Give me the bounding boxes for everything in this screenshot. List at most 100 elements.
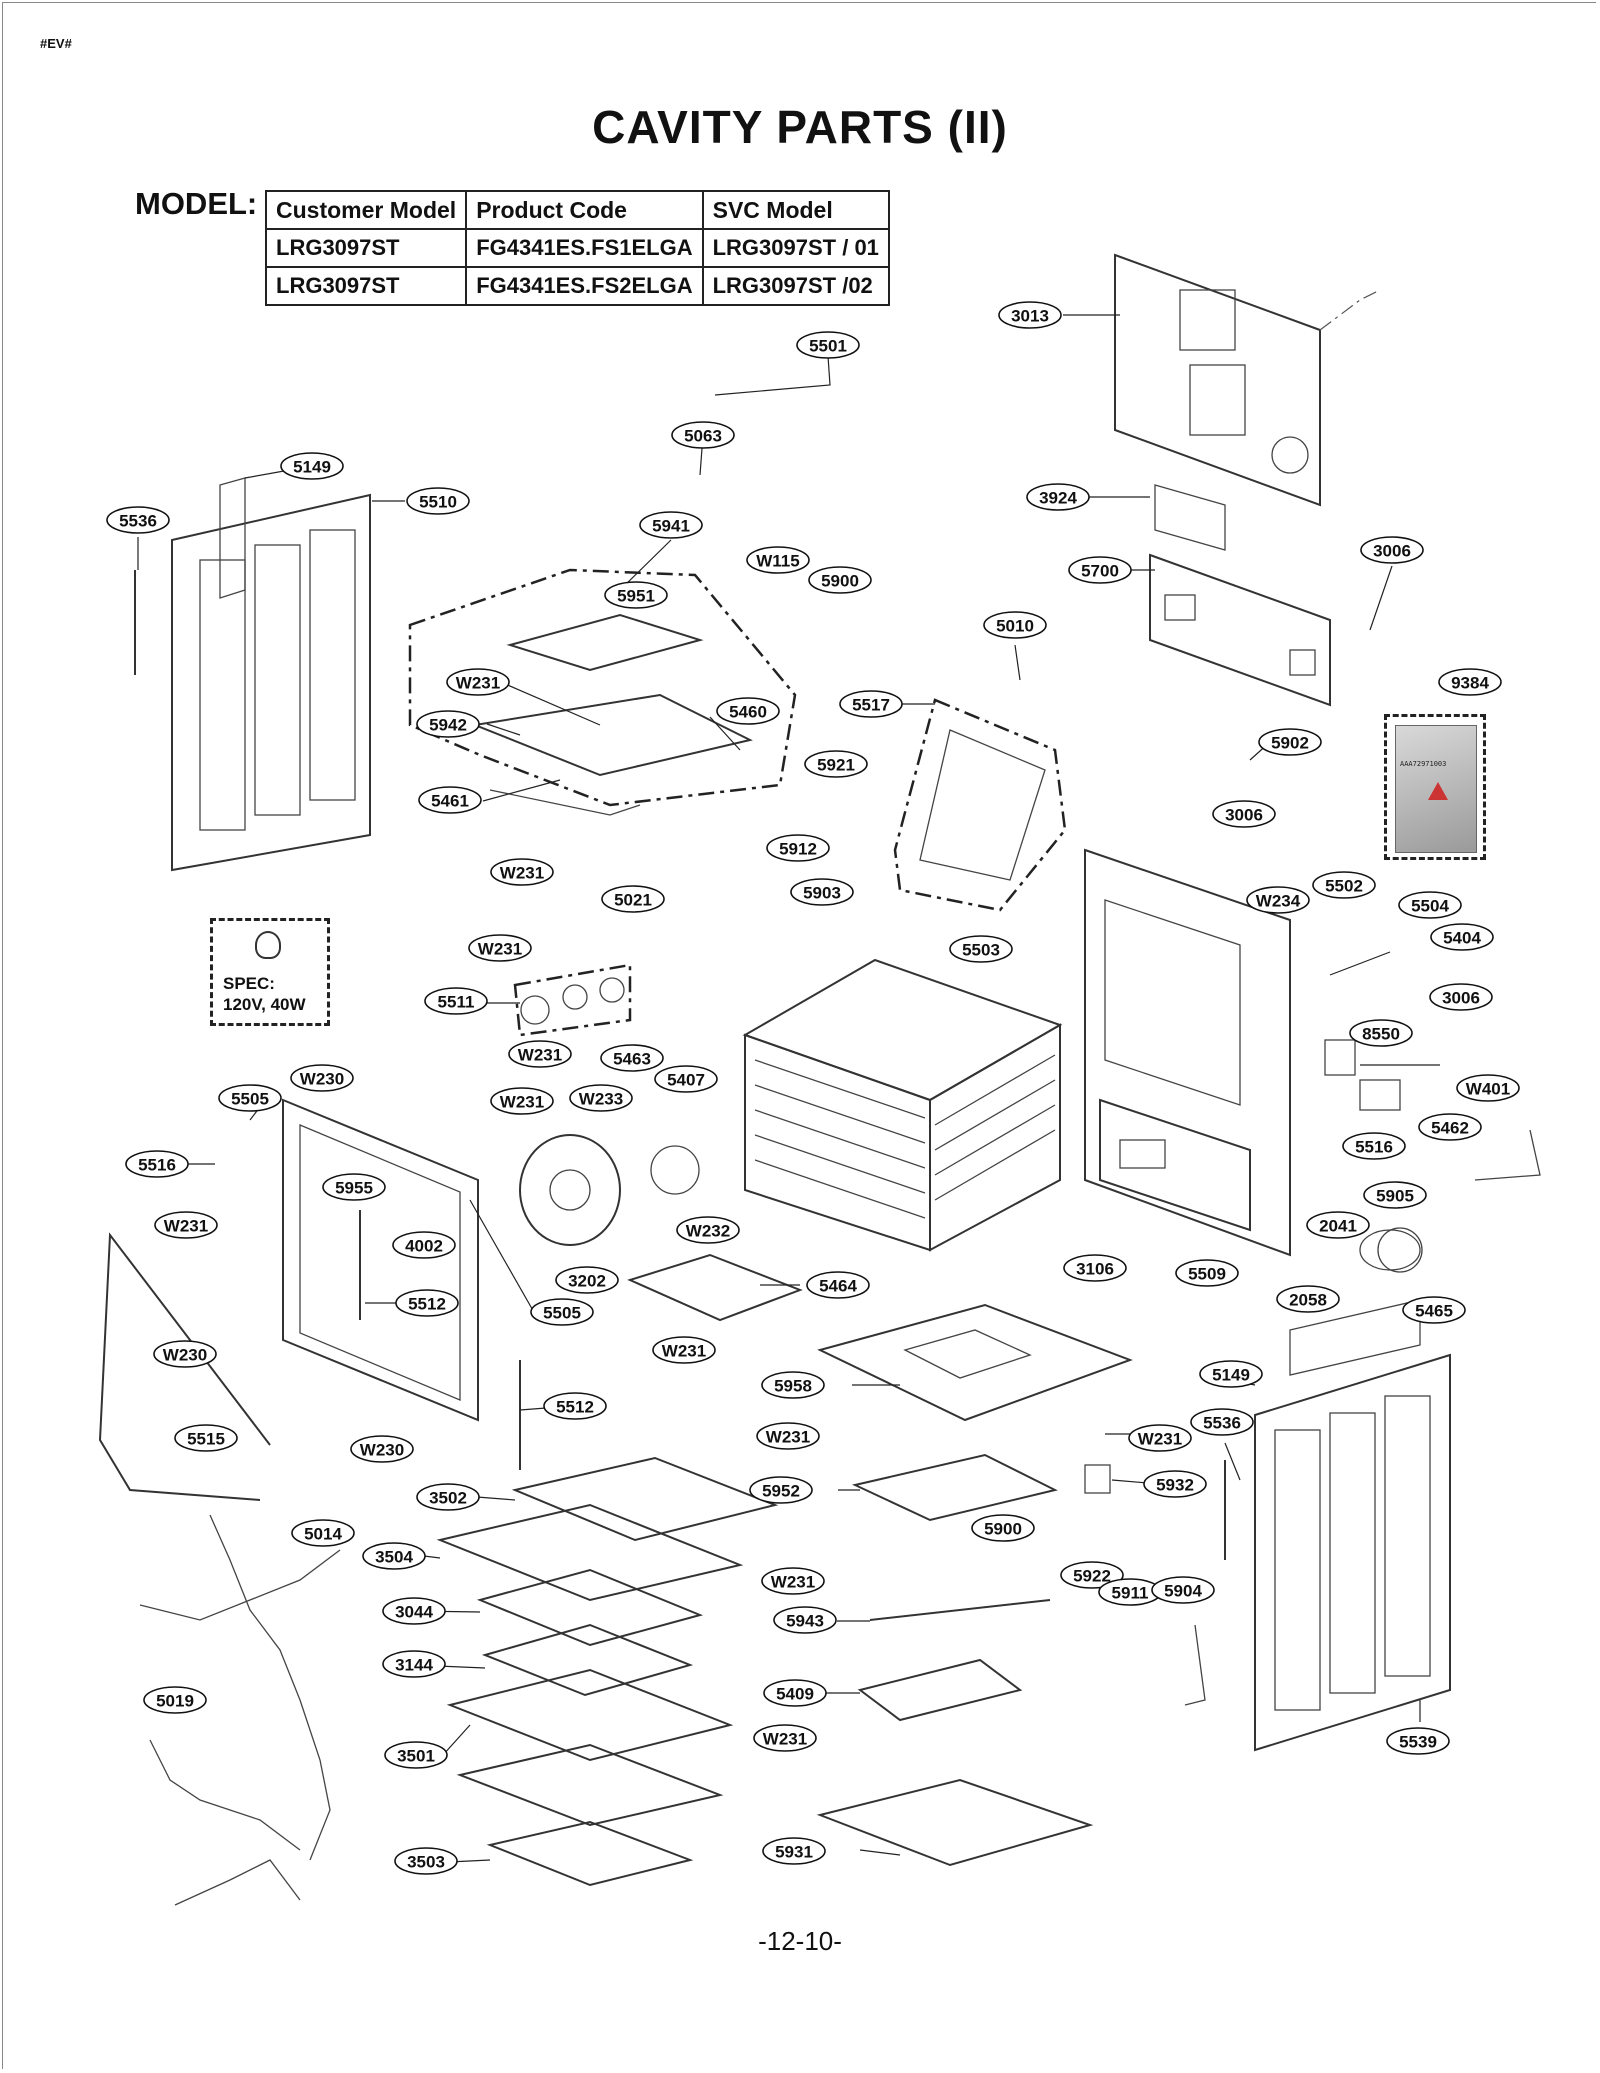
callout-label: W232 [686,1222,730,1241]
callout-label: 3202 [568,1272,606,1291]
callout-label: W231 [456,674,500,693]
callout-bubble [766,834,830,862]
parts-bag-image: AAA72971003 [1395,725,1477,853]
part-callout: 5502 [1312,871,1376,899]
callout-bubble [125,1150,189,1178]
part-callout: 5504 [1398,891,1462,919]
callout-label: 5149 [293,458,331,477]
callout-bubble [290,1064,354,1092]
callout-bubble [280,452,344,480]
spec-value: 120V, 40W [223,995,306,1014]
part-callout: 3502 [416,1483,480,1511]
callout-label: 3503 [407,1853,445,1872]
part-callout: 5905 [1363,1181,1427,1209]
callout-bubble [416,710,480,738]
part-callout: 2041 [1306,1211,1370,1239]
callout-label: 5951 [617,587,655,606]
callout-label: 5516 [1355,1138,1393,1157]
part-callout: 3106 [1063,1254,1127,1282]
part-callout: 5021 [601,885,665,913]
oven-lamp-drawing [513,963,632,1037]
oven-bottom-drawing [817,1303,1133,1422]
callout-bubble [998,301,1062,329]
col-svc-model: SVC Model [701,190,890,230]
callout-bubble [983,611,1047,639]
callout-bubble [1429,983,1493,1011]
part-callout: 4002 [392,1231,456,1259]
callout-bubble [796,331,860,359]
callout-label: 5942 [429,716,467,735]
callout-bubble [749,1476,813,1504]
callout-bubble [143,1686,207,1714]
part-callout: 5952 [749,1476,813,1504]
part-callout: 5505 [530,1298,594,1326]
callout-label: 3501 [397,1747,435,1766]
callout-bubble [761,1567,825,1595]
part-callout: W234 [1246,886,1310,914]
part-callout: 5464 [806,1271,870,1299]
table-row: LRG3097ST FG4341ES.FS2ELGA LRG3097ST /02 [264,266,890,306]
part-callout: 5462 [1418,1113,1482,1141]
part-callout: 5019 [143,1686,207,1714]
callout-label: 3006 [1373,542,1411,561]
part-callout: 5149 [1199,1360,1263,1388]
callout-bubble [1349,1019,1413,1047]
part-callout: 5955 [322,1173,386,1201]
callout-bubble [1128,1424,1192,1452]
callout-bubble [763,1679,827,1707]
back-panel-drawing [1114,253,1381,507]
spec-label: SPEC: 120V, 40W [223,973,306,1015]
page-number: -12-10- [758,1926,842,1956]
parts-package-box: AAA72971003 [1384,714,1486,860]
part-callout: 5921 [804,750,868,778]
part-callout: 2058 [1276,1285,1340,1313]
callout-label: W231 [766,1428,810,1447]
callout-bubble [756,1422,820,1450]
callout-label: W231 [500,864,544,883]
part-callout: 5404 [1430,923,1494,951]
callout-label: 5509 [1188,1265,1226,1284]
part-callout: 3503 [394,1847,458,1875]
part-callout: 5465 [1402,1296,1466,1324]
part-callout: 5539 [1386,1727,1450,1755]
convection-fan-drawing [519,1134,700,1246]
lamp-spec-box: SPEC: 120V, 40W [210,918,330,1026]
callout-bubble [639,511,703,539]
bake-burner-drawing [816,1453,1206,1867]
part-callout: 5941 [639,511,703,539]
callout-bubble [1363,1181,1427,1209]
part-callout: W231 [756,1422,820,1450]
left-side-panel-drawing [134,477,371,872]
part-callout: W401 [1456,1074,1520,1102]
callout-label: 5516 [138,1156,176,1175]
part-callout: 5511 [424,987,488,1015]
callout-bubble [971,1514,1035,1542]
callout-bubble [676,1216,740,1244]
part-callout: 5463 [600,1044,664,1072]
callout-label: 5958 [774,1377,812,1396]
callout-label: 5515 [187,1430,225,1449]
part-callout: W115 [746,546,810,574]
callout-label: 2058 [1289,1291,1327,1310]
callout-bubble [1258,728,1322,756]
callout-bubble [174,1424,238,1452]
callout-label: 5943 [786,1612,824,1631]
callout-bubble [1438,668,1502,696]
callout-label: 5900 [821,572,859,591]
callout-label: 5700 [1081,562,1119,581]
callout-bubble [1143,1470,1207,1498]
model-label: MODEL: [135,186,258,221]
part-callout: 5536 [106,506,170,534]
part-callout: W231 [1128,1424,1192,1452]
callout-bubble [808,566,872,594]
callout-label: W401 [1466,1080,1510,1099]
callout-label: 5502 [1325,877,1363,896]
callout-label: W115 [756,552,799,571]
callout-label: 5503 [962,941,1000,960]
callout-bubble [1151,1576,1215,1604]
part-callout: 5407 [654,1065,718,1093]
callout-bubble [1276,1285,1340,1313]
callout-label: 5063 [684,427,722,446]
callout-label: 5904 [1164,1582,1202,1601]
warning-triangle-icon [1428,782,1448,800]
